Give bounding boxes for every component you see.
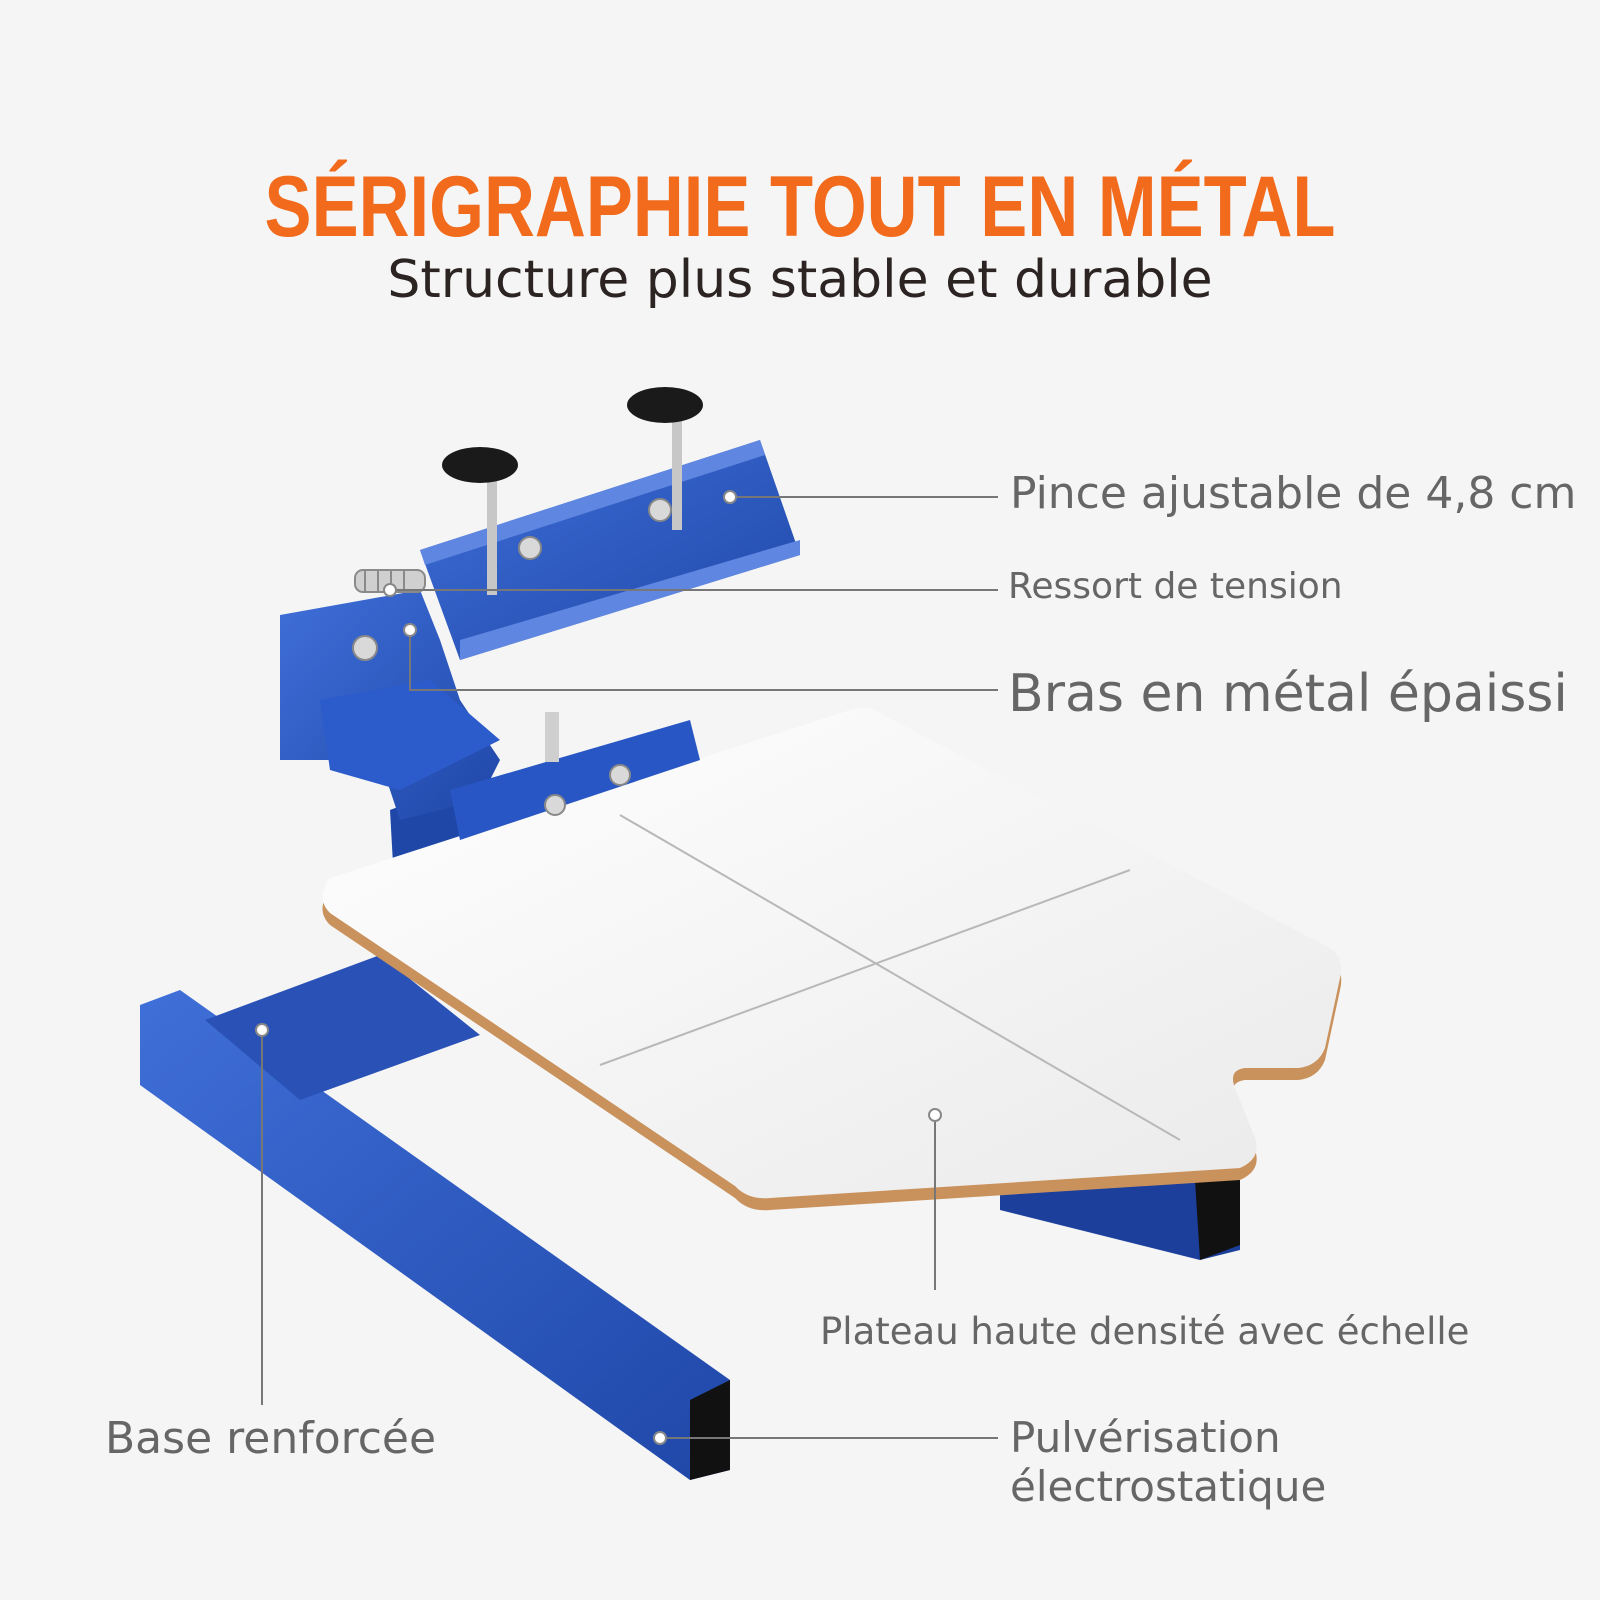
callout-dots	[255, 490, 942, 1445]
adjustable-clamp	[420, 387, 800, 660]
high-density-platen	[322, 708, 1342, 1211]
callout-spring: Ressort de tension	[1008, 566, 1343, 607]
callout-arm: Bras en métal épaissi	[1008, 664, 1568, 724]
callout-base: Base renforcée	[105, 1413, 437, 1464]
callout-platen: Plateau haute densité avec échelle	[820, 1310, 1470, 1353]
subheadline: Structure plus stable et durable	[387, 250, 1213, 310]
headline: SÉRIGRAPHIE TOUT EN MÉTAL	[264, 159, 1336, 255]
callout-leaders	[261, 496, 998, 1439]
callout-coating-line2: électrostatique	[1010, 1462, 1327, 1511]
callout-coating-line1: Pulvérisation	[1010, 1413, 1281, 1462]
callout-clamp: Pince ajustable de 4,8 cm	[1010, 468, 1577, 519]
clamp-knob-left	[442, 447, 518, 595]
clamp-knob-right	[627, 387, 703, 530]
thickened-metal-arm	[280, 590, 700, 840]
